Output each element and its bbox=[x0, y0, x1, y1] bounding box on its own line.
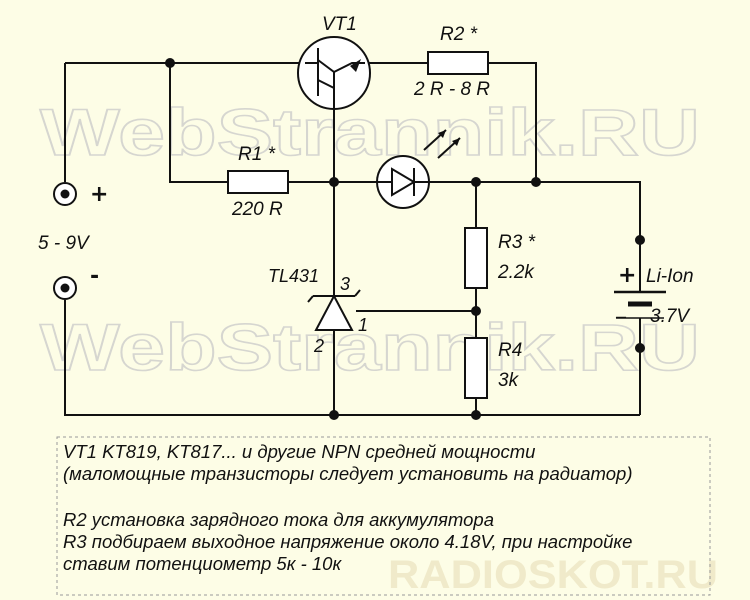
watermark-corner: RADIOSKOT.RU bbox=[388, 553, 718, 597]
r2-name-label: R2 * bbox=[440, 24, 478, 45]
notes-box: VT1 KT819, KT817... и другие NPN средней… bbox=[56, 436, 711, 596]
r4-value-label: 3k bbox=[498, 370, 520, 391]
r3-value-label: 2.2k bbox=[497, 262, 535, 283]
tl431-regulator: TL431 3 1 2 bbox=[268, 266, 368, 356]
tl431-label: TL431 bbox=[268, 266, 319, 286]
battery-cell: + Li-Ion – 3.7V bbox=[614, 263, 694, 327]
battery-type-label: Li-Ion bbox=[646, 266, 694, 287]
r1-value-label: 220 R bbox=[231, 199, 283, 220]
resistor-r1: R1 * 220 R bbox=[227, 144, 289, 220]
input-terminals: + - 5 - 9V bbox=[38, 182, 108, 300]
r1-resistor-icon bbox=[227, 170, 289, 194]
tl431-pin1-label: 1 bbox=[358, 315, 368, 335]
r3-name-label: R3 * bbox=[498, 232, 536, 253]
input-voltage-label: 5 - 9V bbox=[38, 233, 91, 254]
r4-name-label: R4 bbox=[498, 340, 522, 361]
r1-name-label: R1 * bbox=[238, 144, 276, 165]
battery-minus-label: – bbox=[615, 306, 627, 326]
note-line-5: ставим потенциометр 5к - 10к bbox=[63, 553, 342, 574]
watermark-top: WebStrannik.RU bbox=[40, 95, 700, 169]
vt1-label: VT1 bbox=[322, 14, 357, 35]
r2-resistor-icon bbox=[427, 51, 489, 75]
tl431-pin3-label: 3 bbox=[340, 274, 350, 294]
r4-resistor-icon bbox=[464, 337, 488, 399]
resistor-r4: R4 3k bbox=[464, 337, 522, 399]
r2-value-label: 2 R - 8 R bbox=[413, 79, 490, 100]
resistor-r3: R3 * 2.2k bbox=[464, 227, 536, 289]
note-line-4: R3 подбираем выходное напряжение около 4… bbox=[63, 531, 632, 552]
tl431-pin2-label: 2 bbox=[313, 336, 324, 356]
resistor-r2: R2 * 2 R - 8 R bbox=[413, 24, 490, 100]
junctions bbox=[165, 58, 645, 420]
input-minus-label: - bbox=[90, 264, 99, 289]
r3-resistor-icon bbox=[464, 227, 488, 289]
led-indicator bbox=[376, 129, 461, 209]
note-line-3: R2 установка зарядного тока для аккумуля… bbox=[63, 509, 494, 530]
transistor-vt1: VT1 bbox=[297, 14, 371, 110]
battery-plus-label: + bbox=[618, 263, 636, 288]
input-plus-label: + bbox=[90, 182, 108, 207]
watermark-bottom: WebStrannik.RU bbox=[40, 310, 700, 384]
note-line-2: (маломощные транзисторы следует установи… bbox=[63, 463, 633, 484]
note-line-1: VT1 KT819, KT817... и другие NPN средней… bbox=[63, 441, 535, 462]
battery-voltage-label: 3.7V bbox=[650, 306, 691, 327]
